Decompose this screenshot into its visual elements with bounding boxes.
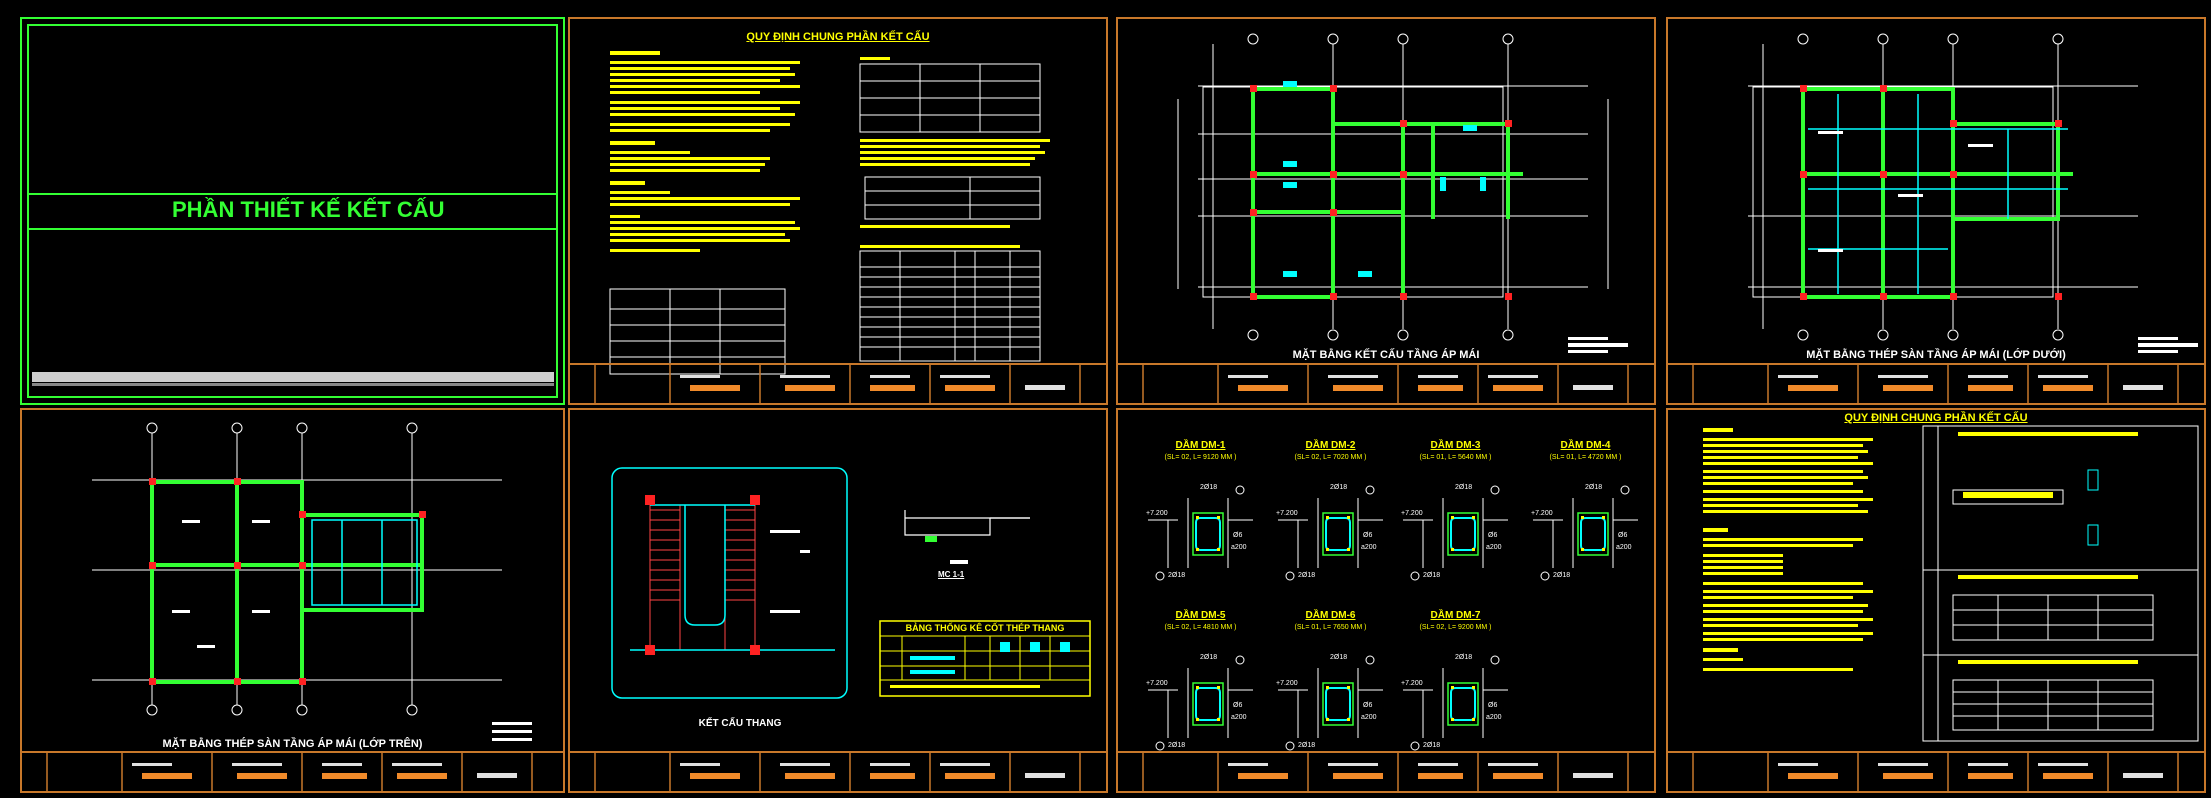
plan2-drawing	[1748, 33, 2198, 353]
beam-level: +7.200	[1146, 680, 1168, 687]
stair-title: KẾT CẤU THANG	[698, 718, 782, 729]
beam-bot-bar: 2Ø18	[1423, 572, 1441, 579]
beam-spec: (SL= 02, L= 7020 MM )	[1294, 454, 1367, 461]
beam-name: DẦM DM-4	[1560, 440, 1611, 451]
beam-top-bar: 2Ø18	[1455, 654, 1473, 661]
beam-detail-6: DẦM DM-6 (SL= 01, L= 7650 MM ) +7.200 2Ø18 2…	[1268, 610, 1393, 760]
beam-detail-4: DẦM DM-4 (SL= 01, L= 4720 MM ) +7.200 2Ø18 2…	[1523, 440, 1648, 590]
beam-top-bar: 2Ø18	[1330, 654, 1348, 661]
beam-spacing: a200	[1231, 714, 1247, 721]
beam-top-bar: 2Ø18	[1200, 654, 1218, 661]
beam-top-bar: 2Ø18	[1200, 484, 1218, 491]
beam-detail-1: DẦM DM-1 (SL= 02, L= 9120 MM ) +7.200 2Ø18 2…	[1138, 440, 1263, 590]
sheet-general-notes-1[interactable]: QUY ĐỊNH CHUNG PHẦN KẾT CẤU	[568, 17, 1108, 405]
beam-top-bar: 2Ø18	[1585, 484, 1603, 491]
stair-section-label: MC 1-1	[938, 570, 965, 579]
title-block	[570, 751, 1106, 791]
sheet-beam-details[interactable]: DẦM DM-1 (SL= 02, L= 9120 MM ) +7.200 2Ø18 2…	[1116, 408, 1656, 793]
plan3-title: MẶT BẰNG THÉP SÀN TẦNG ÁP MÁI (LỚP TRÊN)	[162, 738, 423, 750]
plan2-title: MẶT BẰNG THÉP SÀN TẦNG ÁP MÁI (LỚP DƯỚI)	[1806, 349, 2066, 361]
beam-spec: (SL= 02, L= 4810 MM )	[1164, 624, 1237, 631]
beam-detail-7: DẦM DM-7 (SL= 02, L= 9200 MM ) +7.200 2Ø18 2…	[1393, 610, 1518, 760]
beam-name: DẦM DM-5	[1175, 610, 1226, 621]
stair-table-title: BẢNG THỐNG KÊ CỐT THÉP THANG	[905, 623, 1065, 633]
beam-bot-bar: 2Ø18	[1168, 572, 1186, 579]
cover-title: PHẦN THIẾT KẾ KẾT CẤU	[172, 197, 445, 222]
beam-spec: (SL= 01, L= 4720 MM )	[1549, 454, 1622, 461]
beam-bot-bar: 2Ø18	[1298, 742, 1316, 749]
plan3-drawing	[92, 422, 532, 741]
beam-spacing: a200	[1616, 544, 1632, 551]
sheet-structural-plan[interactable]: MẶT BẰNG KẾT CẤU TẦNG ÁP MÁI	[1116, 17, 1656, 405]
title-block	[22, 751, 563, 791]
title-block	[570, 363, 1106, 403]
beam-stirrup: Ø6	[1488, 532, 1498, 539]
plan1-title: MẶT BẰNG KẾT CẤU TẦNG ÁP MÁI	[1292, 349, 1480, 361]
plan1-drawing	[1177, 33, 1628, 353]
beam-stirrup: Ø6	[1618, 532, 1628, 539]
cover-frame	[27, 24, 558, 398]
general2-title: QUY ĐỊNH CHUNG PHẦN KẾT CẤU	[1844, 412, 2028, 424]
beam-bot-bar: 2Ø18	[1423, 742, 1441, 749]
beam-name: DẦM DM-6	[1305, 610, 1356, 621]
beam-spacing: a200	[1486, 544, 1502, 551]
sheet-rebar-plan-lower[interactable]: MẶT BẰNG THÉP SÀN TẦNG ÁP MÁI (LỚP DƯỚI)	[1666, 17, 2206, 405]
beam-name: DẦM DM-2	[1305, 440, 1356, 451]
general1-title: QUY ĐỊNH CHUNG PHẦN KẾT CẤU	[746, 31, 930, 43]
beam-level: +7.200	[1401, 680, 1423, 687]
title-block	[1118, 751, 1654, 791]
beam-stirrup: Ø6	[1488, 702, 1498, 709]
beam-spec: (SL= 02, L= 9200 MM )	[1419, 624, 1492, 631]
title-block	[1118, 363, 1654, 403]
beam-top-bar: 2Ø18	[1330, 484, 1348, 491]
sheet-general-notes-2[interactable]: QUY ĐỊNH CHUNG PHẦN KẾT CẤU	[1666, 408, 2206, 793]
beam-detail-3: DẦM DM-3 (SL= 01, L= 5640 MM ) +7.200 2Ø18 2…	[1393, 440, 1518, 590]
beam-stirrup: Ø6	[1233, 532, 1243, 539]
beam-detail-2: DẦM DM-2 (SL= 02, L= 7020 MM ) +7.200 2Ø18 2…	[1268, 440, 1393, 590]
beam-level: +7.200	[1276, 680, 1298, 687]
beam-level: +7.200	[1531, 510, 1553, 517]
title-block	[1668, 363, 2204, 403]
beam-bot-bar: 2Ø18	[1298, 572, 1316, 579]
beam-stirrup: Ø6	[1363, 532, 1373, 539]
beam-spacing: a200	[1231, 544, 1247, 551]
beam-bot-bar: 2Ø18	[1168, 742, 1186, 749]
beam-bot-bar: 2Ø18	[1553, 572, 1571, 579]
sheet-cover[interactable]: PHẦN THIẾT KẾ KẾT CẤU	[20, 17, 565, 405]
beam-stirrup: Ø6	[1233, 702, 1243, 709]
beam-spacing: a200	[1361, 714, 1377, 721]
beam-level: +7.200	[1276, 510, 1298, 517]
beam-name: DẦM DM-7	[1430, 610, 1481, 621]
stair-drawing	[611, 467, 1091, 699]
sheet-rebar-plan-upper[interactable]: MẶT BẰNG THÉP SÀN TẦNG ÁP MÁI (LỚP TRÊN)	[20, 408, 565, 793]
beam-level: +7.200	[1146, 510, 1168, 517]
beam-name: DẦM DM-1	[1175, 440, 1226, 451]
beam-top-bar: 2Ø18	[1455, 484, 1473, 491]
beam-details-grid: DẦM DM-1 (SL= 02, L= 9120 MM ) +7.200 2Ø18 2…	[1118, 410, 1654, 751]
sheet-stair-structure[interactable]: MC 1-1 BẢNG THỐNG KÊ CỐT THÉP THANG KẾT …	[568, 408, 1108, 793]
beam-spec: (SL= 02, L= 9120 MM )	[1164, 454, 1237, 461]
beam-spacing: a200	[1361, 544, 1377, 551]
beam-name: DẦM DM-3	[1430, 440, 1481, 451]
title-block	[1668, 751, 2204, 791]
beam-spacing: a200	[1486, 714, 1502, 721]
beam-spec: (SL= 01, L= 5640 MM )	[1419, 454, 1492, 461]
beam-stirrup: Ø6	[1363, 702, 1373, 709]
general1-text-blocks	[609, 51, 1050, 375]
beam-spec: (SL= 01, L= 7650 MM )	[1294, 624, 1367, 631]
general2-text-blocks	[1703, 425, 2199, 742]
beam-level: +7.200	[1401, 510, 1423, 517]
beam-detail-5: DẦM DM-5 (SL= 02, L= 4810 MM ) +7.200 2Ø18 2…	[1138, 610, 1263, 760]
